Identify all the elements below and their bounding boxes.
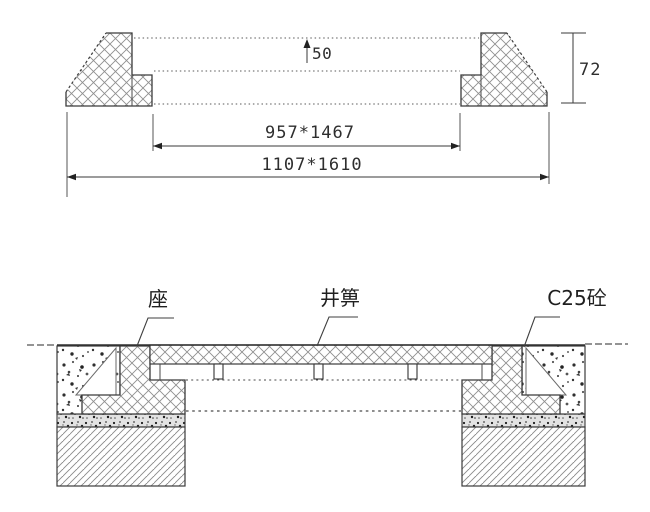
dim-72-label: 72	[579, 60, 601, 80]
dim-inner-arrow-left	[153, 142, 162, 150]
callout-grate: 井箅	[316, 286, 360, 347]
dim-50-arrow-up	[303, 39, 311, 48]
grate-slab	[149, 344, 493, 380]
seat-leader-line	[136, 317, 174, 347]
dim-outer-arrow-right	[540, 173, 549, 181]
dim-inner-label: 957*1467	[265, 123, 355, 143]
masonry-base-left	[56, 426, 186, 487]
dimension-inner-opening: 957*1467	[153, 123, 460, 150]
frame-right-slope-edge	[506, 32, 548, 93]
frame-left-hatch	[66, 33, 152, 106]
dim-outer-label: 1107*1610	[261, 155, 362, 175]
frame-right-hatch	[461, 33, 547, 106]
masonry-base-right	[461, 426, 586, 487]
dimension-height-72: 72	[561, 32, 601, 104]
dim-outer-arrow-left	[67, 173, 76, 181]
frame-left-slope-edge	[65, 32, 107, 93]
masonry-right-fill	[461, 426, 586, 487]
frame-right-outline	[460, 32, 548, 107]
dim-inner-arrow-right	[451, 142, 460, 150]
bedding-left-fill	[56, 413, 186, 428]
dimension-gap-50: 50	[303, 39, 332, 63]
extension-lines	[66, 112, 550, 197]
grate-rib-2	[313, 363, 324, 380]
seat-label: 座	[148, 287, 168, 311]
concrete-label: C25砼	[547, 286, 606, 310]
bedding-right-fill	[461, 413, 586, 428]
grate-label: 井箅	[320, 286, 360, 310]
grate-rib-1	[213, 363, 224, 380]
bedding-band-left	[56, 413, 186, 428]
callout-seat: 座	[136, 287, 174, 347]
frame-section-left	[65, 32, 153, 107]
ground-line	[27, 343, 628, 346]
grate-rib-3	[407, 363, 418, 380]
concrete-leader-line	[523, 316, 560, 348]
callout-concrete: C25砼	[523, 286, 607, 348]
frame-left-outline	[65, 32, 153, 107]
masonry-left-fill	[56, 426, 186, 487]
dimension-overall: 1107*1610	[67, 155, 549, 181]
frame-cross-section-view: 50 72 957*1467 1107*1610	[65, 32, 601, 197]
grate-slab-fill	[149, 344, 493, 365]
reference-dotted-lines	[134, 37, 479, 105]
grate-leader-line	[316, 316, 358, 347]
frame-section-right	[460, 32, 548, 107]
installation-section-view: 座 井箅 C25砼	[27, 286, 628, 487]
bedding-band-right	[461, 413, 586, 428]
dim-50-label: 50	[312, 44, 332, 63]
